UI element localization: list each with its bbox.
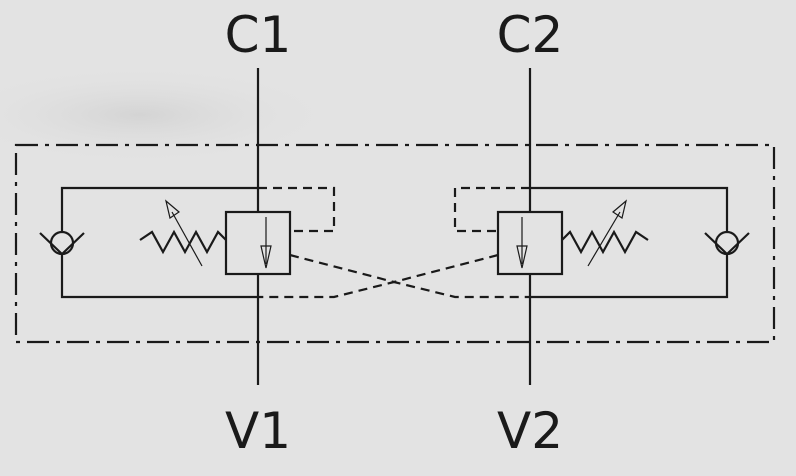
port-label-c2: C2 xyxy=(497,6,564,64)
adjustable-spring-icon xyxy=(139,199,227,267)
check-valve-icon xyxy=(704,230,750,256)
block-enclosure xyxy=(14,143,776,344)
right-pilot-loop xyxy=(453,186,530,233)
cross-pilot-right-to-left xyxy=(258,253,499,299)
right-bypass-bottom xyxy=(530,254,729,299)
left-bypass-top xyxy=(60,186,258,232)
relief-valve-icon xyxy=(224,210,292,276)
port-label-c1: C1 xyxy=(225,6,292,64)
cross-pilot-left-to-right xyxy=(289,253,530,299)
port-label-v2: V2 xyxy=(497,402,563,460)
port-label-v1: V1 xyxy=(225,402,291,460)
adjustable-spring-icon xyxy=(561,199,649,267)
background-shading xyxy=(0,65,340,165)
relief-valve-icon xyxy=(496,210,564,276)
left-pilot-loop xyxy=(258,186,336,233)
left-bypass-bottom xyxy=(60,254,258,299)
check-valve-icon xyxy=(39,230,85,256)
right-bypass-top xyxy=(530,186,729,232)
